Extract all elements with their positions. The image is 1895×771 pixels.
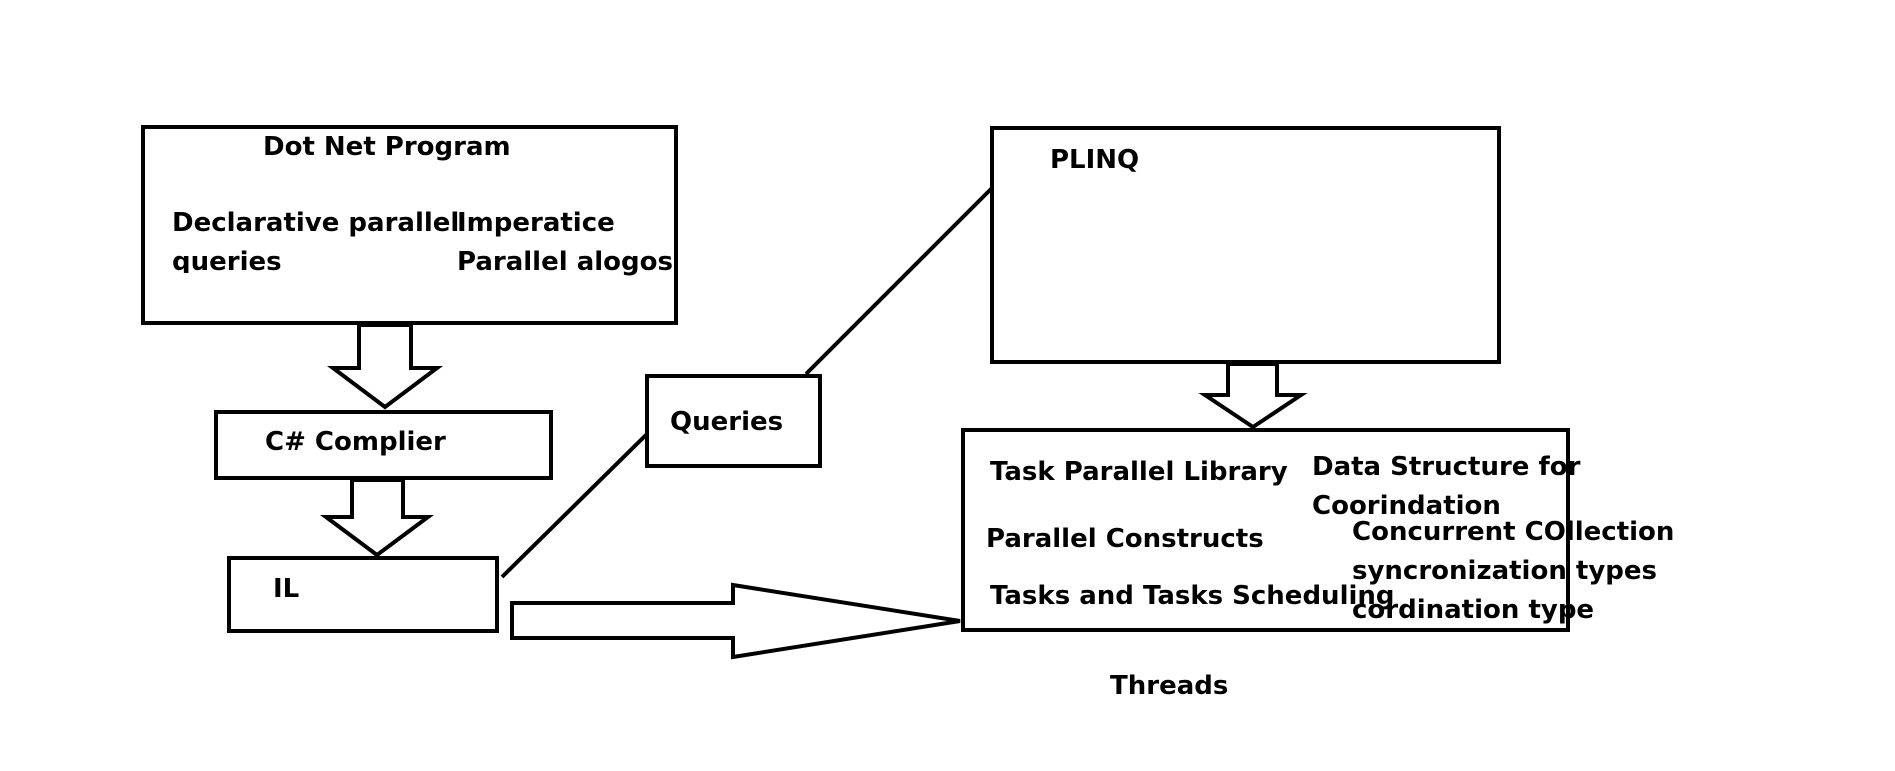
connector-queries-to-plinq bbox=[804, 186, 994, 376]
tpl-title: Task Parallel Library bbox=[990, 457, 1288, 487]
sync-types-label: syncronization types bbox=[1352, 556, 1657, 586]
threads-label: Threads bbox=[1110, 671, 1229, 701]
tasks-scheduling-label: Tasks and Tasks Scheduling bbox=[990, 581, 1395, 611]
il-label: IL bbox=[273, 574, 300, 604]
connector-il-to-queries bbox=[500, 432, 649, 579]
parallel-constructs-label: Parallel Constructs bbox=[986, 524, 1264, 554]
imperative-algos-line1: Imperatice bbox=[457, 208, 615, 238]
data-structure-line1: Data Structure for bbox=[1312, 452, 1581, 482]
declarative-queries-line2: queries bbox=[172, 249, 282, 273]
declarative-queries-line1: Declarative parallel bbox=[172, 208, 460, 238]
down-arrow-dotnet-to-compiler bbox=[327, 323, 443, 410]
concurrent-collection-label: Concurrent COllection bbox=[1352, 517, 1675, 547]
imperative-algos-line2: Parallel alogos bbox=[457, 247, 673, 277]
csharp-compiler-label: C# Complier bbox=[265, 427, 446, 457]
down-arrow-compiler-to-il bbox=[319, 478, 435, 558]
right-arrow-il-to-tpl bbox=[510, 582, 961, 660]
data-structure-line2: Coorindation bbox=[1312, 491, 1501, 521]
dotnet-program-title: Dot Net Program bbox=[263, 132, 511, 162]
tpl-box bbox=[961, 428, 1570, 632]
down-arrow-plinq-to-tpl bbox=[1198, 362, 1308, 430]
plinq-label: PLINQ bbox=[1050, 145, 1140, 175]
queries-box bbox=[645, 374, 822, 468]
il-box bbox=[227, 556, 499, 633]
coordination-type-label: cordination type bbox=[1352, 595, 1595, 625]
queries-label: Queries bbox=[670, 407, 784, 437]
